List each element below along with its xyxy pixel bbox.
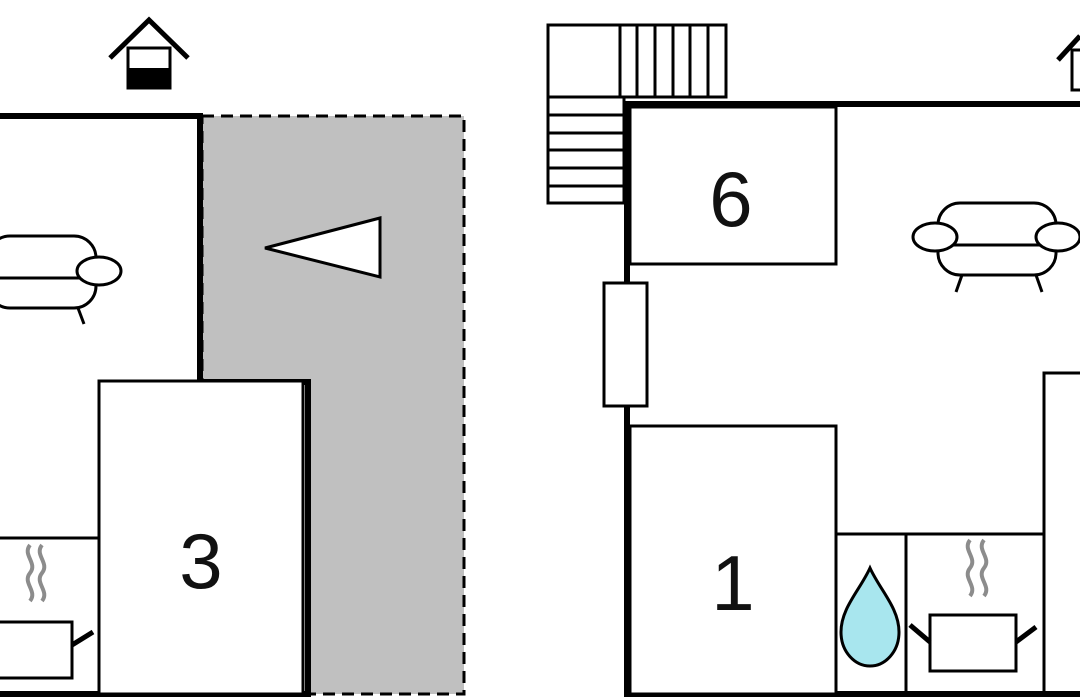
cooking-pot-icon	[908, 538, 1038, 673]
right-floor: 6 1	[546, 23, 1080, 697]
room-1	[628, 424, 838, 696]
water-drop-icon	[839, 564, 901, 668]
cooking-pot-icon	[0, 543, 95, 680]
left-floor: 3	[0, 16, 466, 697]
room-6	[628, 105, 838, 266]
window	[602, 281, 649, 408]
room-3	[97, 379, 305, 696]
house-entrance-icon	[108, 16, 190, 90]
right-room-wall	[1042, 371, 1080, 694]
room-1-number: 1	[711, 539, 754, 627]
house-entrance-icon	[1056, 34, 1080, 92]
room-3-number: 3	[179, 517, 222, 605]
sofa-icon	[911, 201, 1080, 293]
stairs-icon	[546, 23, 728, 205]
sofa-icon	[0, 234, 123, 325]
direction-arrow-icon	[264, 216, 382, 279]
room-6-number: 6	[709, 155, 752, 243]
